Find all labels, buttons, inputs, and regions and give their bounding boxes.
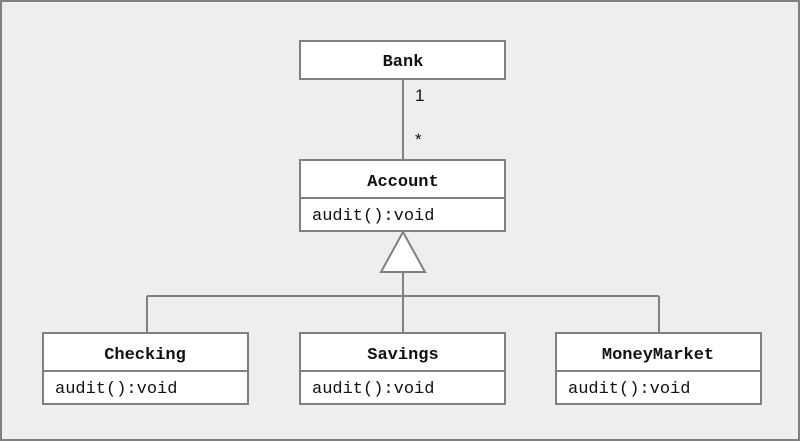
bank-multiplicity: 1 (415, 86, 424, 105)
class-checking: Checking audit():void (42, 332, 249, 405)
class-checking-box (42, 332, 249, 405)
class-bank-box (299, 40, 506, 80)
class-account-method: audit():void (312, 207, 434, 226)
class-savings-name: Savings (367, 346, 438, 365)
class-moneymarket-box (555, 332, 762, 405)
class-savings-method: audit():void (312, 380, 434, 399)
class-account: Account audit():void (299, 159, 506, 232)
class-account-name: Account (367, 173, 438, 192)
class-bank-name: Bank (383, 53, 424, 72)
class-savings-box (299, 332, 506, 405)
class-checking-name: Checking (104, 346, 186, 365)
class-moneymarket-name: MoneyMarket (602, 346, 714, 365)
class-bank: Bank (299, 40, 506, 80)
account-multiplicity: * (415, 130, 422, 149)
class-checking-method: audit():void (55, 380, 177, 399)
class-savings: Savings audit():void (299, 332, 506, 405)
class-moneymarket: MoneyMarket audit():void (555, 332, 762, 405)
inheritance-triangle-icon (379, 229, 427, 273)
class-moneymarket-method: audit():void (568, 380, 690, 399)
class-account-box (299, 159, 506, 232)
